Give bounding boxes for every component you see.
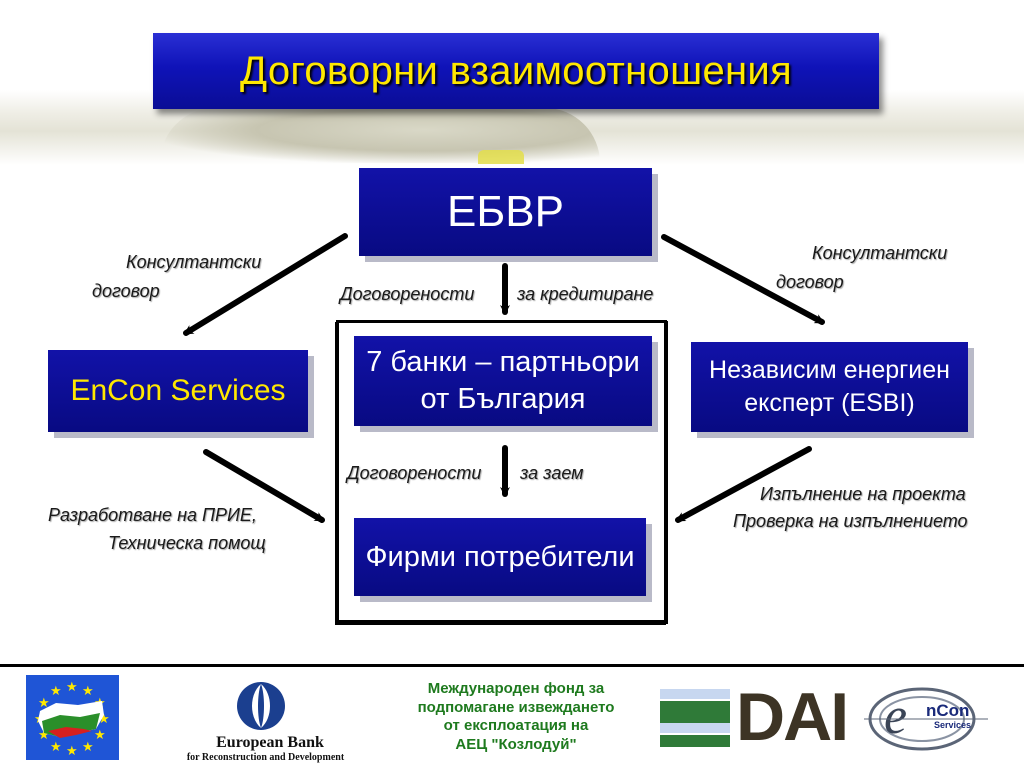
esbi-label-line2: експерт (ESBI) [744,389,915,417]
fund-line-4: АЕЦ "Козлодуй" [455,735,577,753]
label-credit-left: Договорености [340,284,475,304]
label-prie-1: Разработване на ПРИЕ, [48,505,257,525]
banks-box: 7 банки – партньори от България [354,336,652,426]
eu-bulgaria-logo: ★★★ ★★★ ★★★ ★★★ [26,675,119,760]
svg-text:★: ★ [98,712,110,727]
ebrd-logo-name: European Bank [216,734,324,751]
dai-flag-icon [660,689,730,747]
svg-text:★: ★ [50,684,62,699]
label-impl-1: Изпълнение на проекта [760,484,966,504]
firms-label: Фирми потребители [365,540,635,573]
fund-line-1: Международен фонд за [427,680,605,697]
label-credit-right: за кредитиране [517,284,654,304]
arrow-ebrd-to-esbi [661,234,825,325]
title-banner: Договорни взаимоотношения [153,33,879,109]
svg-text:★: ★ [66,744,78,759]
ebrd-label: ЕБВР [447,187,564,236]
kozloduy-fund-text: Международен фонд за подпомагане извежда… [396,680,636,754]
dai-logo-text: DAI [736,679,849,755]
label-loan-right: за заем [520,463,584,483]
fund-line-2: подпомагане извеждането [417,698,615,716]
banks-label-line2: от България [420,383,586,415]
svg-text:★: ★ [66,680,78,695]
background-photo-highlight [478,150,524,164]
banks-label-line1: 7 банки – партньори [366,346,640,378]
ebrd-box: ЕБВР [359,168,652,256]
encon-logo-sub: Services [934,720,971,730]
fund-line-3: от експлоатация на [443,717,589,734]
page-title: Договорни взаимоотношения [239,48,792,93]
ebrd-logo-subtitle: for Reconstruction and Development [186,752,345,763]
svg-text:★: ★ [50,740,62,755]
banks-firms-frame [336,320,667,623]
firms-box: Фирми потребители [354,518,646,596]
label-consult-left-2: договор [92,281,160,301]
label-consult-right-1: Консултантски [812,243,948,263]
background-photo-shape [160,108,600,163]
footer-divider [0,664,1024,667]
encon-label: EnCon Services [70,374,286,407]
encon-logo-e: e [884,688,907,745]
svg-text:★: ★ [94,728,106,743]
ebrd-logo-icon [237,682,285,730]
svg-text:★: ★ [38,728,50,743]
arrow-ebrd-to-encon [183,233,348,336]
encon-box: EnCon Services [48,350,308,432]
arrow-encon-to-firms [203,449,325,523]
label-consult-right-2: договор [776,272,844,292]
label-loan-left: Договорености [347,463,482,483]
svg-text:★: ★ [82,684,94,699]
encon-logo-main: nCon [926,701,969,720]
label-prie-2: Техническа помощ [108,533,266,553]
svg-text:★: ★ [38,696,50,711]
label-impl-2: Проверка на изпълнението [733,511,968,531]
eu-stars-map-icon: ★★★ ★★★ ★★★ ★★★ [34,680,110,759]
encon-services-logo: e nCon Services [864,687,988,751]
esbi-box: Независим енергиен експерт (ESBI) [691,342,968,432]
svg-text:★: ★ [82,740,94,755]
arrow-esbi-to-firms [675,446,812,523]
esbi-label-line1: Независим енергиен [709,356,950,384]
label-consult-left-1: Консултантски [126,252,262,272]
